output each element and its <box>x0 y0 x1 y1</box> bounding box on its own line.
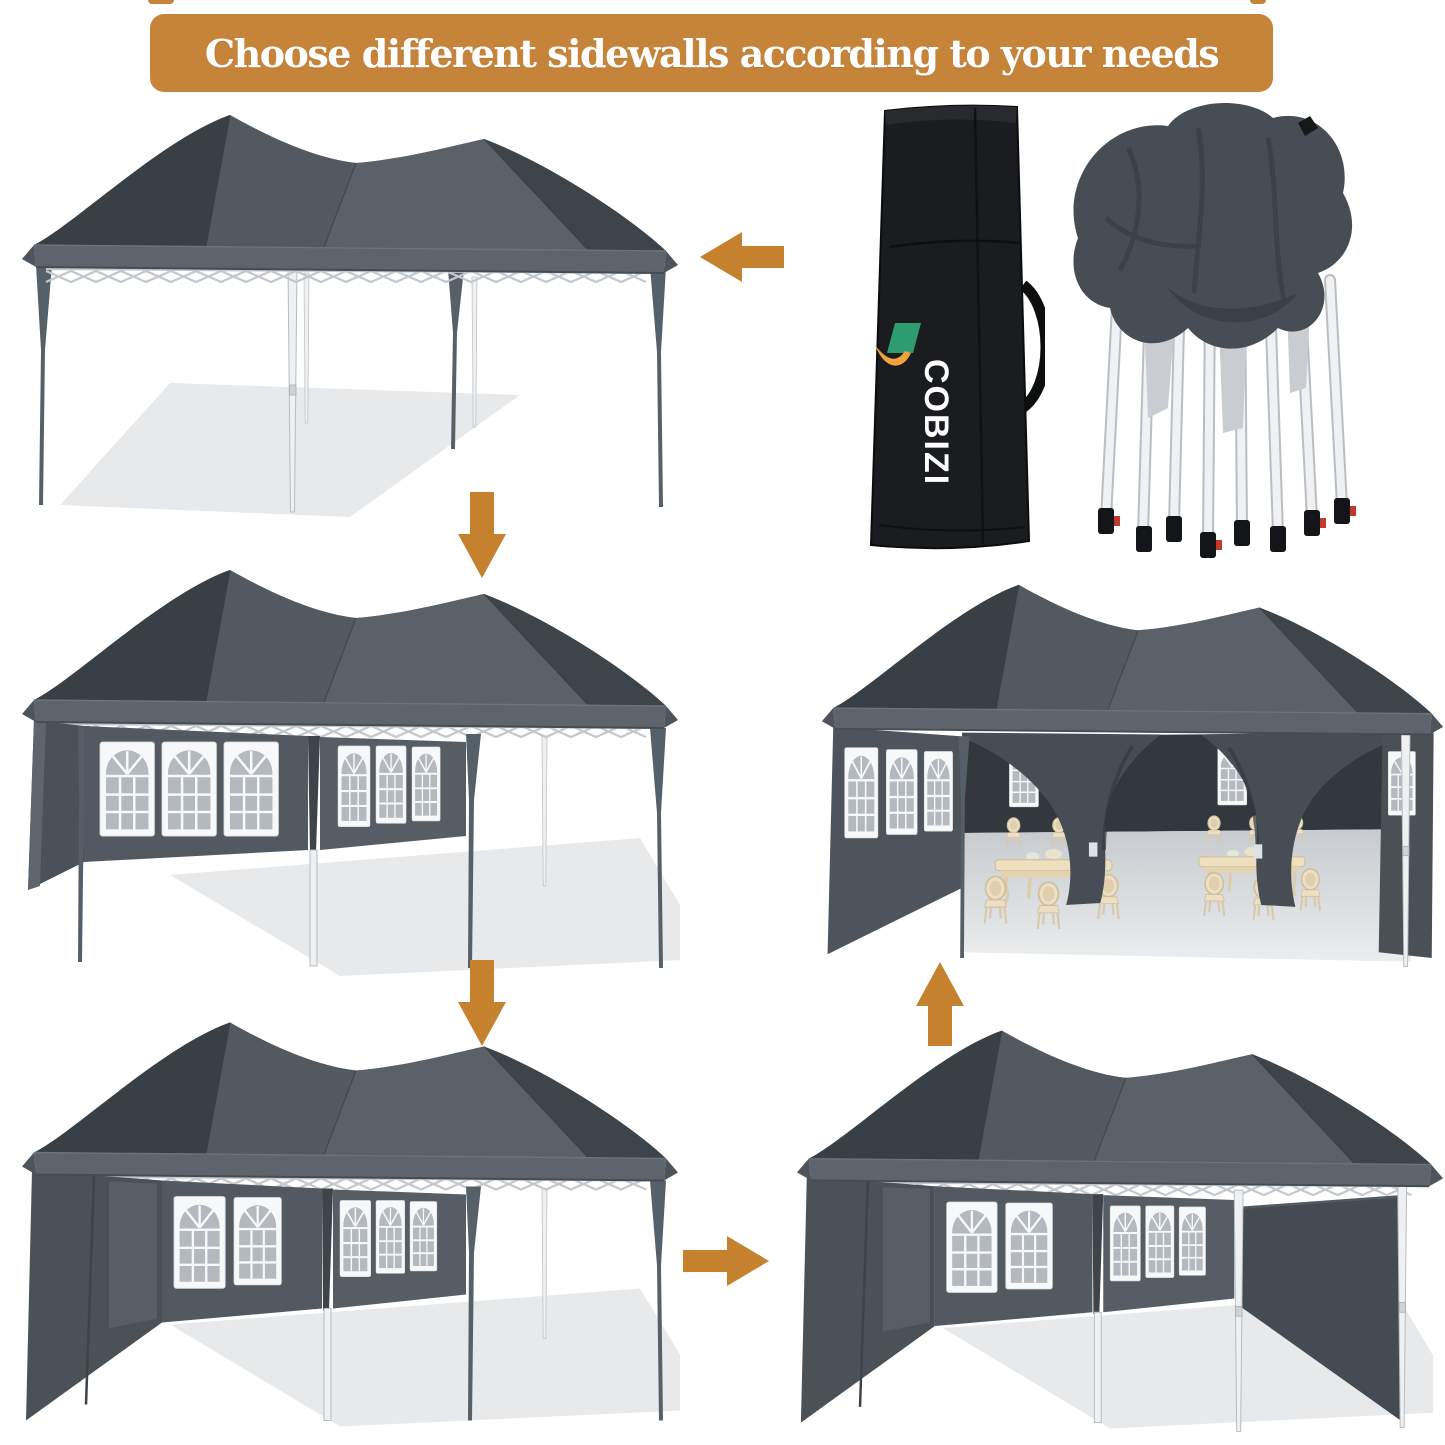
right-end-sidewall-inner <box>1240 1196 1404 1423</box>
curtain-tie <box>1088 842 1098 857</box>
banner-text: Choose different sidewalls according to … <box>204 30 1220 76</box>
arched-window <box>409 1200 438 1272</box>
end-wall-door-panel <box>108 1181 158 1329</box>
canopy <box>21 1021 679 1182</box>
leg-feet <box>1098 498 1356 558</box>
logo-orange-swoosh <box>875 345 911 366</box>
arched-window <box>232 1196 283 1287</box>
end-wall-door-panel <box>881 1187 931 1332</box>
wall-end-leg <box>466 1186 481 1421</box>
arched-window <box>1109 1204 1142 1282</box>
arrow-left-icon <box>700 232 784 282</box>
arched-window <box>1144 1204 1175 1279</box>
ground-shadow <box>170 1288 680 1427</box>
brand-logo-text: COBIZI <box>917 359 955 486</box>
ground-shadow <box>170 838 680 976</box>
arrow-down-icon-1 <box>458 492 506 578</box>
back-leg <box>541 735 548 887</box>
top-edge-artifact-right <box>1250 0 1266 4</box>
arched-window <box>336 744 372 828</box>
figure-tent-three-sidewalls <box>21 1021 680 1427</box>
logo-green-diamond <box>887 323 921 353</box>
curtain-tie <box>1253 844 1263 859</box>
mullion-leg <box>308 736 320 852</box>
arrow-up-icon <box>916 962 964 1046</box>
arched-window <box>338 1199 372 1278</box>
wall-end-leg <box>466 734 481 968</box>
figure-tent-four-sidewalls <box>795 1029 1445 1432</box>
figure-canopy-frame-only <box>21 114 679 517</box>
bag-handle <box>1017 280 1045 414</box>
arrow-down-icon-2 <box>458 960 506 1046</box>
corner-leg <box>36 265 52 505</box>
banner-title: Choose different sidewalls according to … <box>150 14 1273 92</box>
arched-window <box>885 748 919 836</box>
figure-tent-two-sidewalls <box>21 569 680 976</box>
arched-window <box>98 740 156 838</box>
mullion-leg <box>322 1188 333 1311</box>
arched-window <box>1004 1201 1054 1291</box>
figure-carry-bag: COBIZI <box>869 104 1045 550</box>
arched-window <box>374 744 408 825</box>
fabric-tie <box>1298 116 1318 136</box>
mullion-leg <box>1092 1194 1104 1315</box>
back-leg <box>303 272 310 424</box>
figure-folded-frame <box>1073 103 1356 558</box>
arched-window <box>160 740 218 838</box>
arched-window <box>1178 1205 1207 1277</box>
arched-window <box>945 1200 999 1294</box>
door-curtain-left <box>962 732 1161 905</box>
back-leg <box>471 276 478 428</box>
arched-window <box>843 746 880 840</box>
arched-window <box>411 746 442 822</box>
arched-window <box>923 750 954 833</box>
canopy <box>820 583 1445 736</box>
arched-window <box>172 1195 227 1290</box>
door-curtain-right <box>1200 730 1411 907</box>
arrow-right-icon <box>683 1236 769 1286</box>
canopy <box>795 1029 1445 1188</box>
figure-tent-party-enclosed <box>820 583 1445 967</box>
corner-leg <box>78 726 90 962</box>
back-leg <box>541 1188 548 1339</box>
brand-logo: COBIZI <box>875 323 955 486</box>
arched-window <box>222 740 280 838</box>
top-edge-artifact-left <box>148 0 174 4</box>
arched-window <box>375 1199 406 1275</box>
corner-leg <box>650 267 666 507</box>
corner-leg <box>958 736 970 958</box>
canopy <box>21 114 679 274</box>
canopy <box>21 569 679 729</box>
